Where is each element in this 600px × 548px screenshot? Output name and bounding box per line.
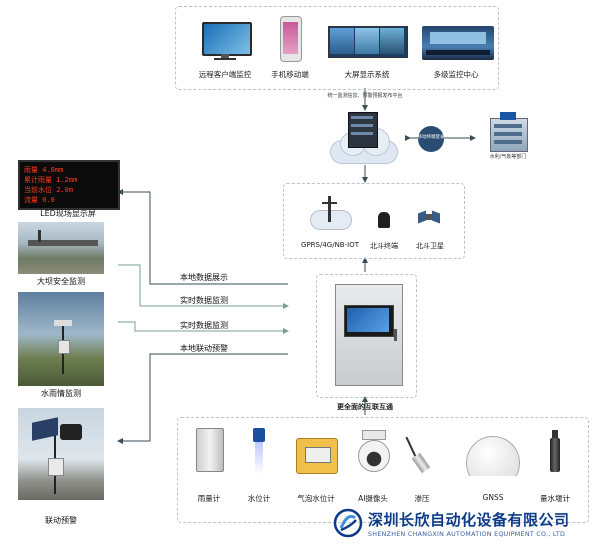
building-caption: 水利/气象等部门 xyxy=(489,154,527,160)
comm-item-label: 北斗终端 xyxy=(370,242,398,250)
dam-photo xyxy=(18,222,104,274)
piezometer-icon xyxy=(404,434,440,474)
beidou-terminal-icon xyxy=(378,212,390,228)
warning-station-photo xyxy=(18,408,104,500)
led-line: 雨量 4.0mm xyxy=(24,166,64,174)
sensor-label: 气泡水位计 xyxy=(297,494,335,503)
led-line: 流量 0.0 xyxy=(24,196,55,204)
panel-caption: LED现场显示屏 xyxy=(40,209,96,218)
flow-label: 本地数据展示 xyxy=(180,273,228,282)
video-wall-icon xyxy=(328,26,408,58)
cloud-server-icon xyxy=(330,112,398,164)
comm-item-label: GPRS/4G/NB-IOT xyxy=(301,241,359,249)
smartphone-icon xyxy=(280,16,302,62)
water-level-sensor-icon xyxy=(253,428,265,474)
led-line: 累计雨量 1.2mm xyxy=(24,176,78,184)
cabinet-panel xyxy=(316,274,417,398)
top-item-label: 大屏显示系统 xyxy=(344,70,390,79)
beidou-satellite-icon xyxy=(418,208,440,226)
sensor-label: 水位计 xyxy=(247,494,271,503)
panel-caption: 大坝安全监测 xyxy=(37,277,85,286)
sensor-label: 雨量计 xyxy=(197,494,221,503)
rtu-cabinet-icon xyxy=(335,284,403,386)
bubble-level-gauge-icon xyxy=(296,438,338,474)
gnss-antenna-icon xyxy=(466,436,520,476)
sensor-label: GNSS xyxy=(482,493,504,502)
panel-caption: 水雨情监测 xyxy=(41,389,81,398)
communication-panel xyxy=(283,183,465,259)
top-item-label: 远程客户端监控 xyxy=(198,70,252,79)
rain-station-photo xyxy=(18,292,104,386)
control-room-icon xyxy=(422,26,494,60)
arrow-to-warning xyxy=(117,353,288,444)
mobile-login-badge-text: 移动终端登录 xyxy=(417,135,445,140)
gprs-tower-icon xyxy=(308,196,352,230)
mobile-login-badge xyxy=(418,126,444,152)
sensor-panel xyxy=(177,417,589,523)
sensor-label: 量水堰计 xyxy=(540,494,570,503)
arrow-to-led xyxy=(117,189,288,285)
company-name-en: SHENZHEN CHANGXIN AUTOMATION EQUIPMENT C… xyxy=(368,531,566,538)
interconnect-caption: 更全面的互联互通 xyxy=(337,403,393,411)
changxin-logo-icon xyxy=(333,508,363,538)
rain-gauge-icon xyxy=(196,428,224,472)
flow-label: 实时数据监测 xyxy=(180,296,228,305)
company-name-cn: 深圳长欣自动化设备有限公司 xyxy=(368,511,570,529)
led-line: 当前水位 2.0m xyxy=(24,186,74,194)
led-display-screen: 雨量 4.0mm 累计雨量 1.2mm 当前水位 2.0m 流量 0.0 xyxy=(18,160,120,210)
top-display-panel xyxy=(175,6,499,90)
arrow-rain-to-cabinet xyxy=(118,321,289,334)
panel-caption: 联动预警 xyxy=(45,516,77,525)
government-building-icon xyxy=(486,112,530,152)
dome-camera-icon xyxy=(356,430,390,476)
sensor-label: AI摄像头 xyxy=(358,494,388,503)
flow-label: 本地联动预警 xyxy=(180,344,228,353)
platform-caption: 统一监测信息、预警预报发布平台 xyxy=(327,93,403,99)
top-item-label: 多级监控中心 xyxy=(433,70,479,79)
weir-gauge-icon xyxy=(548,430,562,474)
flow-label: 实时数据监测 xyxy=(180,321,228,330)
desktop-monitor-icon xyxy=(196,20,254,60)
top-item-label: 手机移动端 xyxy=(271,70,309,79)
arrow-dam-to-cabinet xyxy=(118,264,289,309)
comm-item-label: 北斗卫星 xyxy=(416,242,444,250)
sensor-label: 渗压 xyxy=(414,494,430,503)
